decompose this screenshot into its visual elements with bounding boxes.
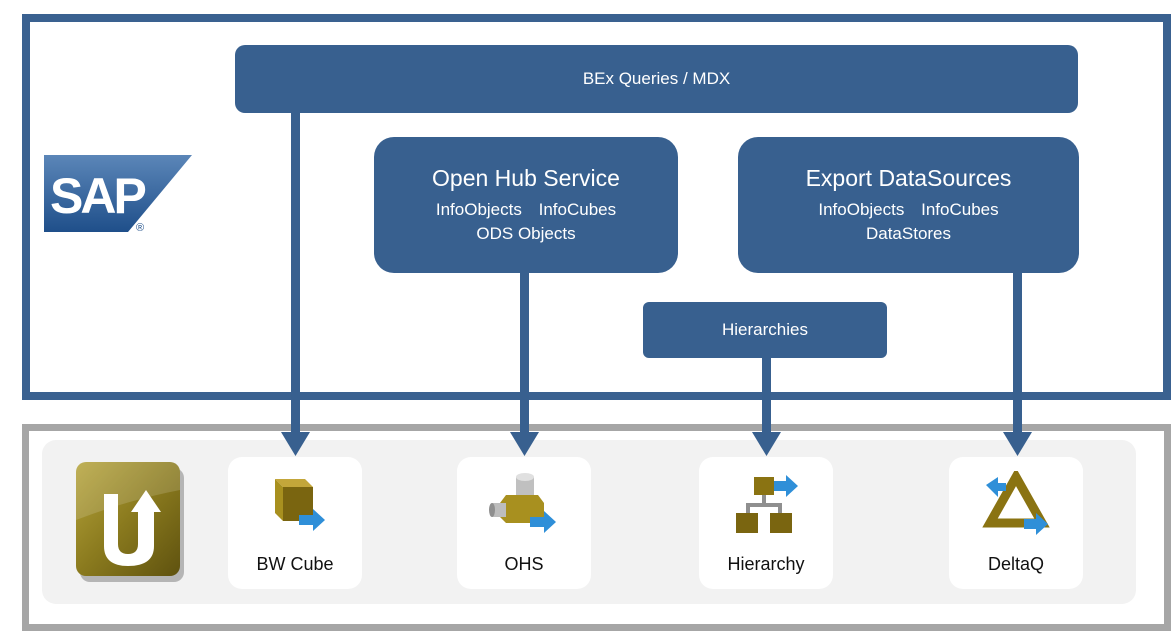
export-infoobjects: InfoObjects [818,199,905,219]
export-objects-line: InfoObjects InfoCubes [818,198,998,222]
deltaq-label: DeltaQ [987,554,1045,574]
export-infocubes: InfoCubes [921,199,999,219]
export-datasources-box: Export DataSources InfoObjects InfoCubes… [738,137,1079,273]
bex-queries-label: BEx Queries / MDX [582,69,731,88]
deltaq-card[interactable]: DeltaQ [949,457,1083,589]
export-datasources-title: Export DataSources [805,164,1012,191]
bex-queries-box: BEx Queries / MDX [235,45,1078,113]
open-hub-service-title: Open Hub Service [432,164,620,191]
deltaq-triangle-icon [982,471,1050,535]
hierarchy-label: Hierarchy [727,554,805,574]
export-datastores: DataStores [865,223,952,243]
bw-cube-card[interactable]: BW Cube [228,457,362,589]
sap-logo: SAP ® [44,155,192,234]
ohs-card[interactable]: OHS [457,457,591,589]
open-hub-service-objects-line: InfoObjects InfoCubes [436,198,616,222]
ohs-infoobjects: InfoObjects [435,199,522,219]
bw-cube-label: BW Cube [256,554,334,574]
sap-logo-text: SAP [50,168,145,224]
ohs-infocubes: InfoCubes [538,199,617,219]
hierarchies-box: Hierarchies [643,302,887,358]
hierarchies-label: Hierarchies [722,320,808,339]
ohs-ods-objects: ODS Objects [476,223,576,243]
hierarchy-icon [736,475,798,533]
cube-icon [275,479,325,531]
hierarchy-card[interactable]: Hierarchy [699,457,833,589]
ohs-cylinder-icon [489,473,556,533]
ohs-label: OHS [504,554,544,574]
open-hub-service-box: Open Hub Service InfoObjects InfoCubes O… [374,137,678,273]
registered-mark: ® [136,222,144,234]
product-logo-icon [76,462,184,582]
